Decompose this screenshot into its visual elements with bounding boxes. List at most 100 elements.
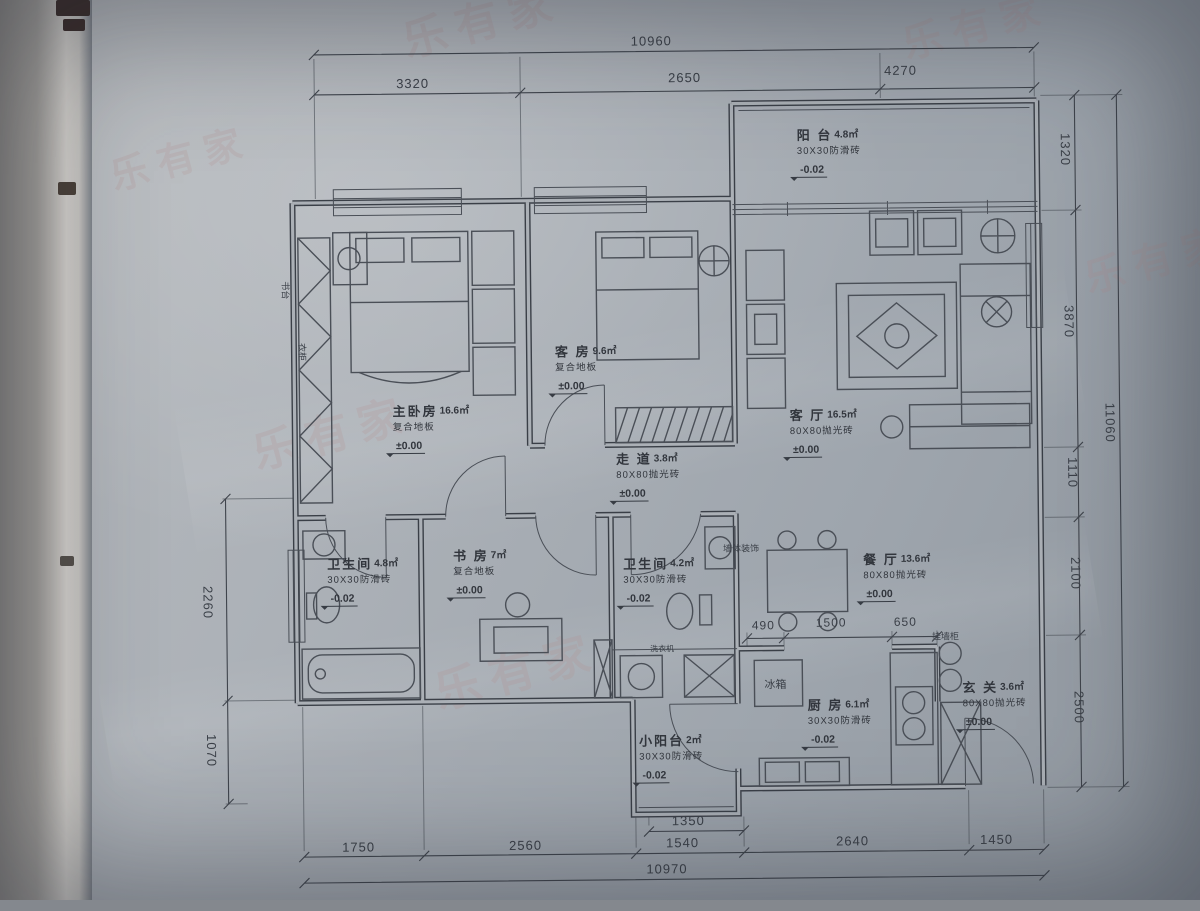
room-level: -0.02 xyxy=(327,592,357,606)
dim-left-2: 1070 xyxy=(204,734,219,767)
study-desk-icon xyxy=(479,592,562,661)
annotation-wardrobe: 衣柜 xyxy=(296,343,309,361)
room-level: -0.02 xyxy=(808,733,838,747)
room-name: 小阳台 xyxy=(639,733,684,748)
room-area: 6.1㎡ xyxy=(845,699,869,710)
dim-bottom-2: 2560 xyxy=(509,838,542,853)
shower-icon xyxy=(684,655,734,698)
plant-icon xyxy=(981,297,1011,327)
dim-right-5: 2500 xyxy=(1072,691,1087,724)
dim-bottom-5: 1450 xyxy=(980,832,1013,847)
room-name: 餐 厅 xyxy=(863,552,899,567)
room-area: 3.6㎡ xyxy=(1000,682,1024,693)
dim-right-4: 2100 xyxy=(1068,557,1083,590)
room-area: 7㎡ xyxy=(491,550,507,561)
room-level: ±0.00 xyxy=(863,588,895,602)
armchair-icon xyxy=(870,211,914,255)
room-floor: 30X30防滑砖 xyxy=(808,715,872,728)
room-area: 9.6㎡ xyxy=(593,346,617,357)
room-floor: 30X30防滑砖 xyxy=(639,751,703,764)
room-name: 书 房 xyxy=(453,548,489,563)
room-area: 4.8㎡ xyxy=(374,558,398,569)
round-table-icon xyxy=(981,219,1015,253)
room-level: -0.02 xyxy=(623,592,653,606)
room-level: ±0.00 xyxy=(453,584,485,598)
dim-top-1: 3320 xyxy=(396,76,429,91)
room-name: 客 房 xyxy=(555,344,591,359)
room-area: 16.5㎡ xyxy=(827,409,857,420)
room-level: -0.02 xyxy=(797,163,827,177)
annotation-wall-decor: 墙体装饰 xyxy=(723,541,759,554)
sink-icon xyxy=(759,757,849,786)
dim-right-3: 1110 xyxy=(1065,457,1080,488)
annotation-desk: 书台 xyxy=(279,281,292,299)
room-floor: 30X30防滑砖 xyxy=(327,574,398,587)
room-area: 3.8㎡ xyxy=(654,453,678,464)
dim-right-total: 11060 xyxy=(1103,403,1118,443)
room-level: -0.02 xyxy=(639,769,669,783)
bathtub-icon xyxy=(302,648,421,699)
decor-circles-icon xyxy=(939,642,962,691)
room-name: 客 厅 xyxy=(790,408,826,423)
tv-wall-icon xyxy=(746,250,786,408)
room-level: ±0.00 xyxy=(790,444,822,458)
room-floor: 80X80抛光砖 xyxy=(863,570,930,583)
dim-kitchen-2: 1500 xyxy=(816,615,847,629)
dim-kitchen-3: 650 xyxy=(894,615,917,629)
dim-left-1: 2260 xyxy=(200,586,215,619)
dim-top-3: 4270 xyxy=(884,63,917,78)
room-floor: 80X80抛光砖 xyxy=(963,698,1027,711)
dim-top-2: 2650 xyxy=(668,70,701,85)
dim-bottom-4: 2640 xyxy=(836,833,869,848)
rug-icon xyxy=(836,282,957,389)
room-area: 16.6㎡ xyxy=(440,405,470,416)
room-name: 卫生间 xyxy=(327,556,372,571)
master-bed-icon xyxy=(350,231,470,383)
dim-bottom-3: 1540 xyxy=(666,835,699,850)
photo-left-edge xyxy=(0,0,92,900)
dark-mark xyxy=(63,19,85,31)
room-level: ±0.00 xyxy=(555,380,587,394)
dim-right-1: 1320 xyxy=(1058,133,1073,166)
cooktop-icon xyxy=(890,652,938,784)
room-area: 4.2㎡ xyxy=(670,558,694,569)
master-cabinet-icon xyxy=(472,231,516,395)
sofa-icon xyxy=(960,263,1032,424)
annotation-wall-cabinet: 挂墙柜 xyxy=(932,629,959,642)
dim-top-total: 10960 xyxy=(631,33,672,48)
dark-mark xyxy=(60,556,74,566)
room-level: ±0.00 xyxy=(963,716,995,730)
dark-mark xyxy=(56,0,90,16)
room-name: 玄 关 xyxy=(962,680,998,695)
room-floor: 复合地板 xyxy=(453,566,506,578)
room-floor: 30X30防滑砖 xyxy=(797,145,861,158)
room-name: 卫生间 xyxy=(623,556,668,571)
room-area: 13.6㎡ xyxy=(901,554,931,565)
ceiling-fan-icon xyxy=(699,246,729,276)
annotation-washer: 洗衣机 xyxy=(650,643,674,654)
room-name: 阳 台 xyxy=(797,128,833,143)
room-name: 厨 房 xyxy=(808,697,844,712)
dark-mark xyxy=(58,182,76,195)
room-floor: 复合地板 xyxy=(393,421,470,434)
loveseat-icon xyxy=(881,403,1030,449)
dim-bottom-inner: 1350 xyxy=(672,813,705,828)
room-area: 2㎡ xyxy=(686,735,702,746)
dim-bottom-total: 10970 xyxy=(646,861,687,876)
annotation-fridge: 冰箱 xyxy=(764,676,786,692)
room-name: 主卧房 xyxy=(393,404,438,419)
dim-right-2: 3870 xyxy=(1062,305,1077,338)
